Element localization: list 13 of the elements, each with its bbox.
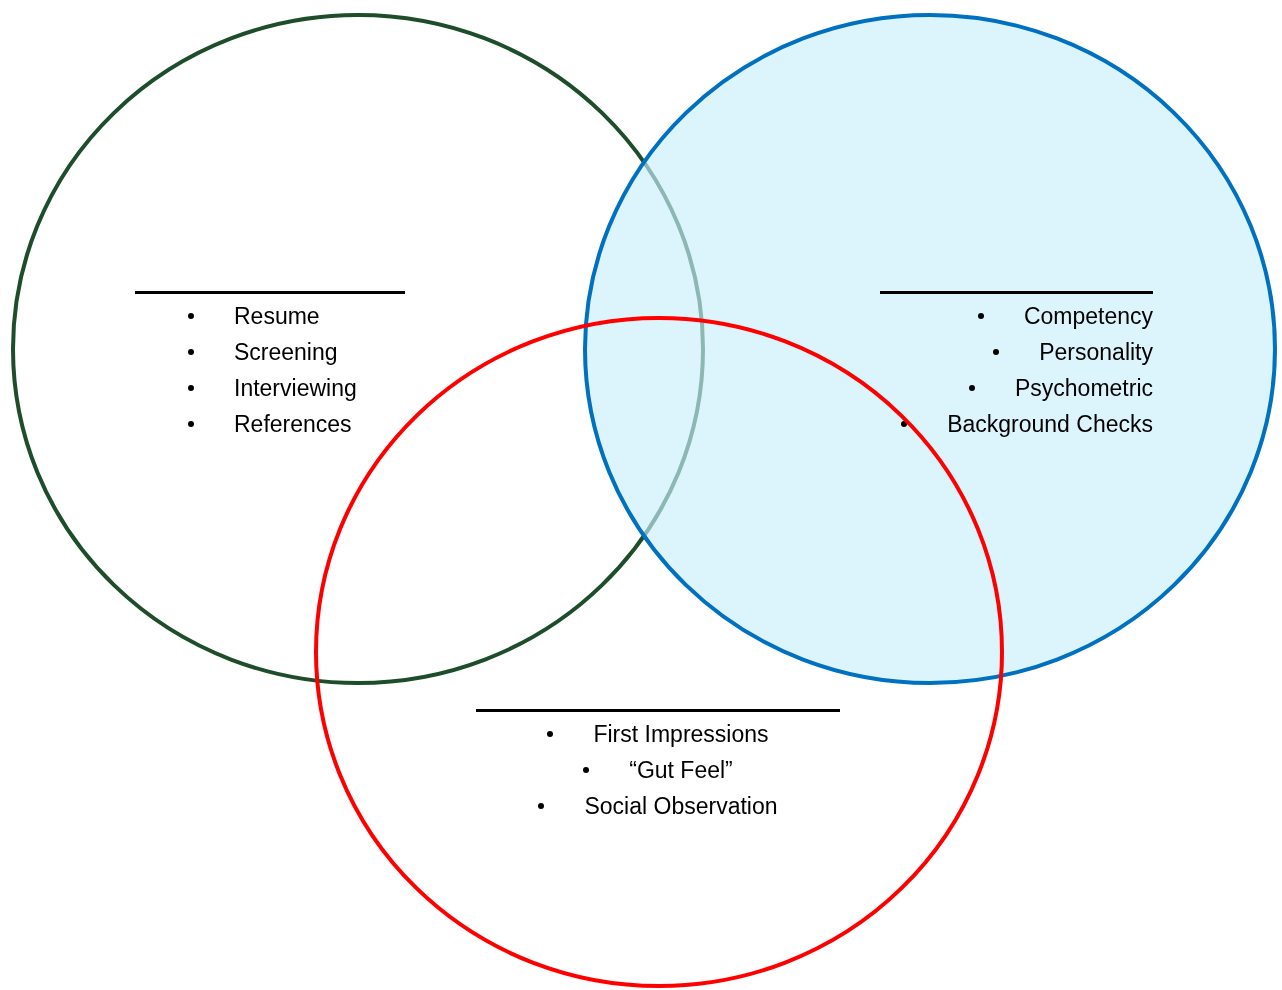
list-item: “Gut Feel” — [629, 756, 733, 784]
list-item: Interviewing — [234, 374, 357, 402]
list-item: Background Checks — [947, 410, 1153, 438]
venn-circle — [583, 13, 1277, 685]
list-item: Screening — [234, 338, 338, 366]
venn-circle — [11, 13, 705, 685]
list-item: Social Observation — [584, 792, 778, 820]
list-item: Resume — [234, 302, 320, 330]
list-item: Competency — [1023, 302, 1153, 330]
list-item: Psychometric — [1014, 374, 1153, 402]
list-item: References — [234, 410, 352, 438]
list-item: First Impressions — [593, 720, 769, 748]
list-item: Personality — [1039, 338, 1153, 366]
